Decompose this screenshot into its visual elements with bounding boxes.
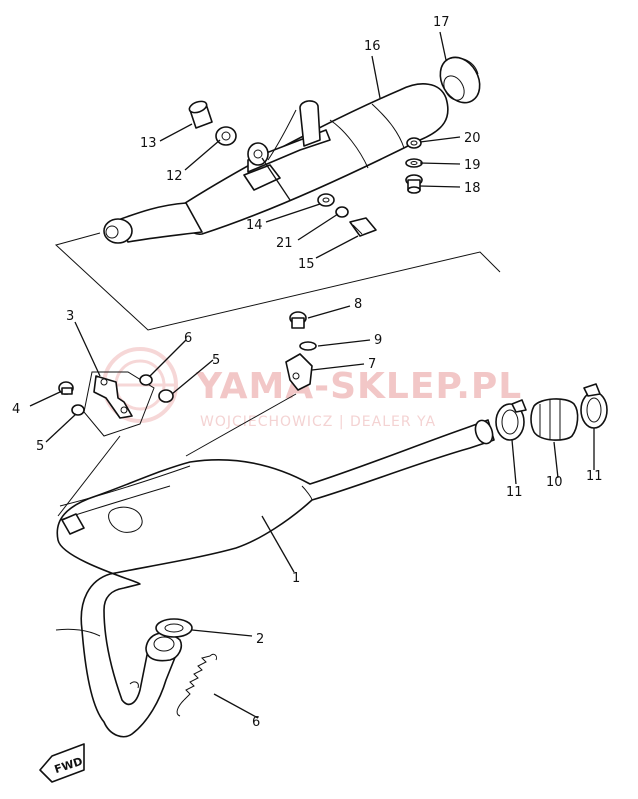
callout-5-right: 5: [212, 353, 220, 368]
end-cap: [439, 56, 481, 104]
callout-2: 2: [256, 632, 264, 647]
washer-9: [299, 341, 317, 351]
callout-12: 16: [364, 39, 381, 54]
upper-assembly-outline: [54, 232, 501, 331]
callout-3: 6: [252, 715, 260, 730]
callout-18: 13: [140, 136, 157, 151]
cap-screw: [405, 174, 423, 194]
nut-6-right: [139, 374, 153, 386]
exhaust-pipe: [55, 419, 495, 738]
callout-16: 20: [464, 131, 481, 146]
watermark-tagline: WOJCIECHOWICZ | DEALER YA: [200, 414, 436, 430]
callout-6-left: 5: [36, 439, 44, 454]
bolt-8: [289, 311, 307, 329]
callout-17: 12: [166, 169, 183, 184]
callouts: 16 17 20 19 18 13 12 14 21 15 3 4 5 6 5 …: [12, 15, 603, 730]
callout-1: 1: [292, 571, 300, 586]
callout-11-right: 11: [586, 469, 603, 484]
callout-6-right: 6: [184, 331, 192, 346]
clamp-11-left: [495, 399, 527, 441]
grommet-16: [406, 137, 422, 149]
bolt-5-right: [158, 389, 174, 403]
damper-17: [215, 126, 237, 146]
callout-8: 8: [354, 297, 362, 312]
bracket: [93, 375, 133, 419]
callout-11-left: 11: [506, 485, 523, 500]
pipe-connection-line: [185, 393, 297, 457]
callout-5-left: 4: [12, 402, 20, 417]
silencer: [103, 83, 449, 244]
callout-14: 18: [464, 181, 481, 196]
watermark-brand: YAMA-SKLEP.PL: [195, 366, 522, 407]
callout-10: 10: [546, 475, 563, 490]
stay-7: [285, 353, 313, 391]
bolt-20: [349, 217, 377, 237]
leader-lines: [29, 31, 595, 719]
clamp-11-right: [580, 383, 608, 429]
nut-6-left: [71, 404, 85, 416]
spring: [176, 653, 217, 717]
callout-20: 15: [298, 257, 315, 272]
callout-4: 3: [66, 309, 74, 324]
watermark: YAMA-SKLEP.PL WOJCIECHOWICZ | DEALER YA: [102, 347, 522, 430]
collar-18: [188, 100, 213, 129]
callout-13: 17: [433, 15, 450, 30]
bracket-connection-line: [57, 435, 121, 517]
callout-21: 21: [276, 236, 293, 251]
callout-15: 19: [464, 158, 481, 173]
fwd-direction-marker: FWD: [39, 743, 85, 783]
callout-7: 7: [368, 357, 376, 372]
callout-9: 9: [374, 333, 382, 348]
joint-10: [530, 398, 579, 441]
lock-washer-21: [335, 206, 349, 218]
bolt-5-left: [58, 381, 74, 395]
callout-19: 14: [246, 218, 263, 233]
washer-19: [317, 193, 335, 207]
lock-washer-15: [405, 158, 423, 168]
gasket: [155, 618, 193, 638]
